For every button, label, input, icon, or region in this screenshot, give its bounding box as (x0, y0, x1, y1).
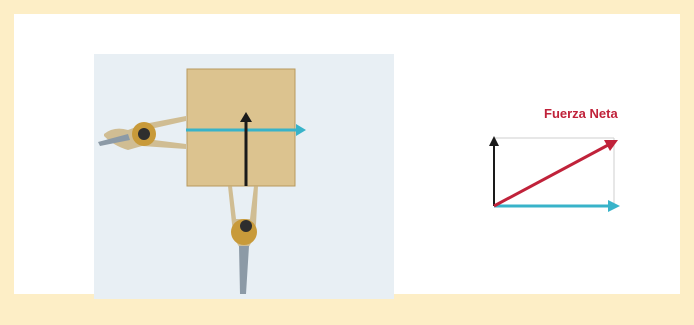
horizontal-force-arrow (186, 124, 306, 136)
vector-sum-diagram: Fuerza Neta (484, 94, 664, 234)
vertical-force-arrow (240, 112, 252, 186)
scene-drawing (98, 68, 306, 294)
net-force-label: Fuerza Neta (544, 106, 618, 121)
left-person-icon (98, 116, 186, 150)
figure-frame: Fuerza Neta (14, 14, 680, 299)
vertical-component-arrow (489, 136, 499, 206)
vector-drawing (489, 136, 620, 212)
top-view-scene (94, 54, 394, 299)
bottom-person-icon (228, 186, 258, 294)
net-force-arrow (493, 140, 618, 208)
wooden-box (186, 68, 296, 187)
horizontal-component-arrow (494, 200, 620, 212)
